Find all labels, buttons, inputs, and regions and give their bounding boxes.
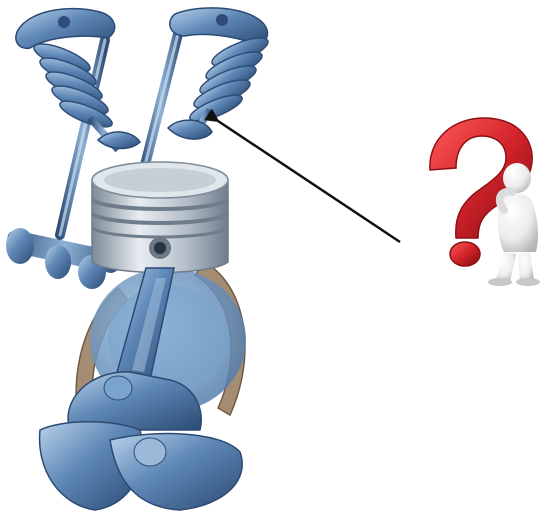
valve-right (168, 110, 212, 139)
pointer-arrow (218, 121, 400, 242)
valve-left (90, 118, 140, 150)
question-figure (430, 118, 540, 286)
pushrod-right (140, 18, 182, 185)
valve-spring-right (187, 32, 271, 125)
wrist-pin (149, 237, 171, 259)
